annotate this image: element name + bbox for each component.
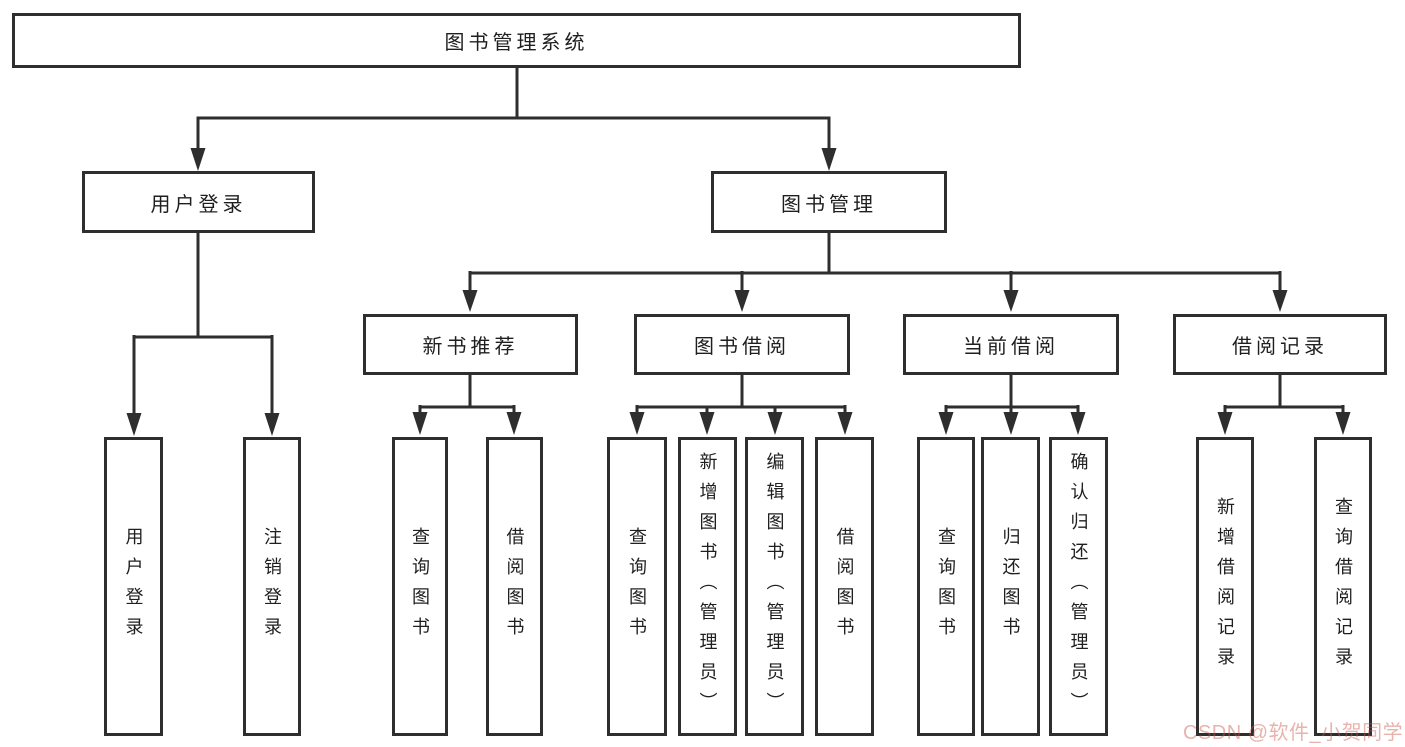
edge-user-login-to-leaves <box>126 233 280 436</box>
arrowhead-down-icon <box>1070 412 1086 435</box>
edge-current-borrow-to-leaves <box>938 375 1086 435</box>
edge-borrow-records-to-leaves <box>1217 375 1351 435</box>
node-new-book-recommend: 新书推荐 <box>363 314 578 375</box>
arrowhead-down-icon <box>264 413 280 436</box>
node-leaf-add-books-admin: 新增图书（管理员） <box>678 437 737 736</box>
arrowhead-down-icon <box>412 412 428 435</box>
arrowhead-down-icon <box>837 412 853 435</box>
node-leaf-recommend-borrow-books: 借阅图书 <box>486 437 543 736</box>
node-leaf-add-borrow-record: 新增借阅记录 <box>1196 437 1254 736</box>
node-leaf-user-login: 用户登录 <box>104 437 163 736</box>
edge-new-book-recommend-to-leaves <box>412 375 522 435</box>
node-leaf-return-books: 归还图书 <box>981 437 1040 736</box>
arrowhead-down-icon <box>462 290 478 312</box>
arrowhead-down-icon <box>1272 290 1288 312</box>
node-user-login: 用户登录 <box>82 171 315 233</box>
node-root: 图书管理系统 <box>12 13 1021 68</box>
node-leaf-logout: 注销登录 <box>243 437 301 736</box>
node-leaf-edit-books-admin: 编辑图书（管理员） <box>745 437 804 736</box>
arrowhead-down-icon <box>938 412 954 435</box>
arrowhead-down-icon <box>126 413 142 436</box>
node-book-borrow: 图书借阅 <box>634 314 850 375</box>
node-leaf-current-query-books: 查询图书 <box>917 437 975 736</box>
node-book-management: 图书管理 <box>711 171 947 233</box>
node-borrow-records: 借阅记录 <box>1173 314 1387 375</box>
arrowhead-down-icon <box>506 412 522 435</box>
edge-book-management-to-sections <box>462 233 1288 312</box>
arrowhead-down-icon <box>1335 412 1351 435</box>
node-leaf-recommend-query-books: 查询图书 <box>392 437 448 736</box>
arrowhead-down-icon <box>767 412 783 435</box>
edge-root-to-level2 <box>190 68 837 171</box>
edge-book-borrow-to-leaves <box>629 375 853 435</box>
node-leaf-borrow-books: 借阅图书 <box>815 437 874 736</box>
arrowhead-down-icon <box>734 290 750 312</box>
node-leaf-borrow-query-books: 查询图书 <box>607 437 667 736</box>
arrowhead-down-icon <box>1217 412 1233 435</box>
csdn-watermark: CSDN @软件_小贺同学 <box>1183 722 1404 744</box>
arrowhead-down-icon <box>1003 412 1019 435</box>
arrowhead-down-icon <box>821 148 837 171</box>
arrowhead-down-icon <box>629 412 645 435</box>
arrowhead-down-icon <box>190 148 206 171</box>
node-leaf-query-borrow-record: 查询借阅记录 <box>1314 437 1372 736</box>
node-current-borrow: 当前借阅 <box>903 314 1119 375</box>
node-leaf-confirm-return-admin: 确认归还（管理员） <box>1049 437 1108 736</box>
arrowhead-down-icon <box>699 412 715 435</box>
arrowhead-down-icon <box>1003 290 1019 312</box>
